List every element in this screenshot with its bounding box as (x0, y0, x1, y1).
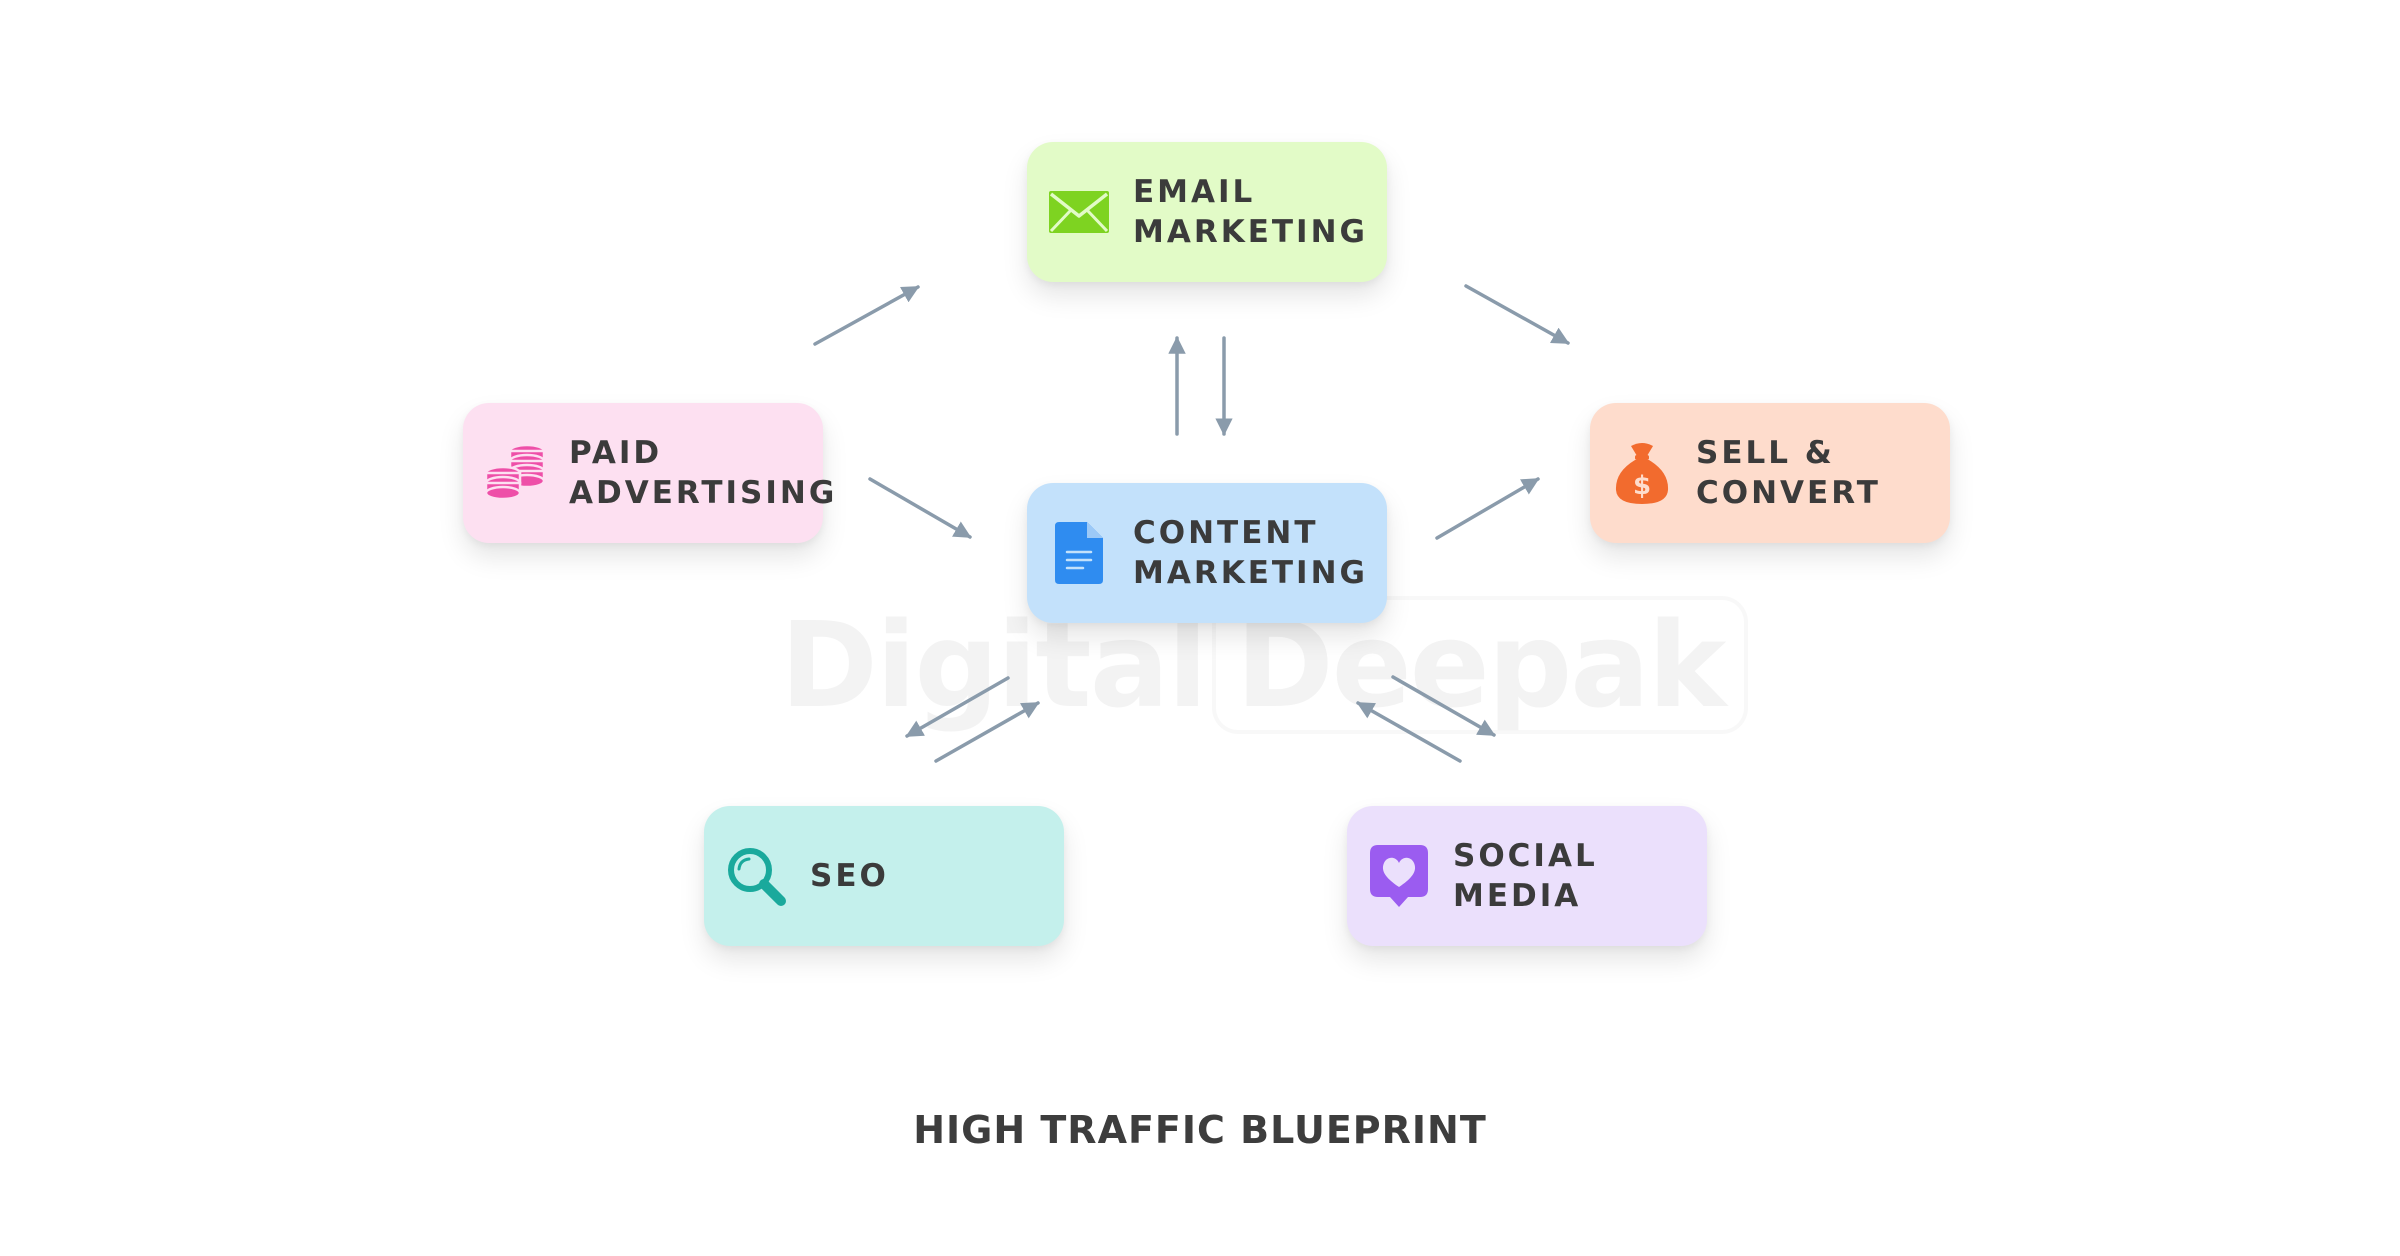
magnifier-icon (724, 844, 788, 908)
node-label: SEO (810, 858, 889, 894)
document-icon (1047, 521, 1111, 585)
arrow-seo-to-content (934, 701, 1040, 763)
node-label: PAID ADVERTISING (569, 435, 838, 511)
svg-text:$: $ (1633, 471, 1651, 501)
node-content-marketing: CONTENT MARKETING (1027, 483, 1387, 623)
node-email-marketing: EMAIL MARKETING (1027, 142, 1387, 282)
node-social-media: SOCIAL MEDIA (1347, 806, 1707, 946)
arrow-paid-to-email (813, 285, 920, 346)
arrow-social-to-content (1356, 701, 1462, 763)
coins-icon (483, 441, 547, 505)
node-label: SELL & CONVERT (1696, 435, 1881, 511)
arrow-email-to-sell (1464, 284, 1570, 345)
node-label: EMAIL MARKETING (1133, 174, 1368, 250)
node-seo: SEO (704, 806, 1064, 946)
heart-bubble-icon (1367, 844, 1431, 908)
node-sell-convert: $ SELL & CONVERT (1590, 403, 1950, 543)
node-paid-advertising: PAID ADVERTISING (463, 403, 834, 543)
arrow-paid-to-content (868, 477, 972, 539)
arrow-content-to-seo (905, 676, 1010, 738)
envelope-icon (1047, 180, 1111, 244)
diagram-caption: HIGH TRAFFIC BLUEPRINT (913, 1108, 1487, 1152)
arrow-content-to-sell (1435, 477, 1540, 540)
node-label: CONTENT MARKETING (1133, 515, 1368, 591)
node-label: SOCIAL MEDIA (1453, 838, 1598, 914)
money-bag-icon: $ (1610, 441, 1674, 505)
arrow-content-to-social (1391, 675, 1496, 737)
